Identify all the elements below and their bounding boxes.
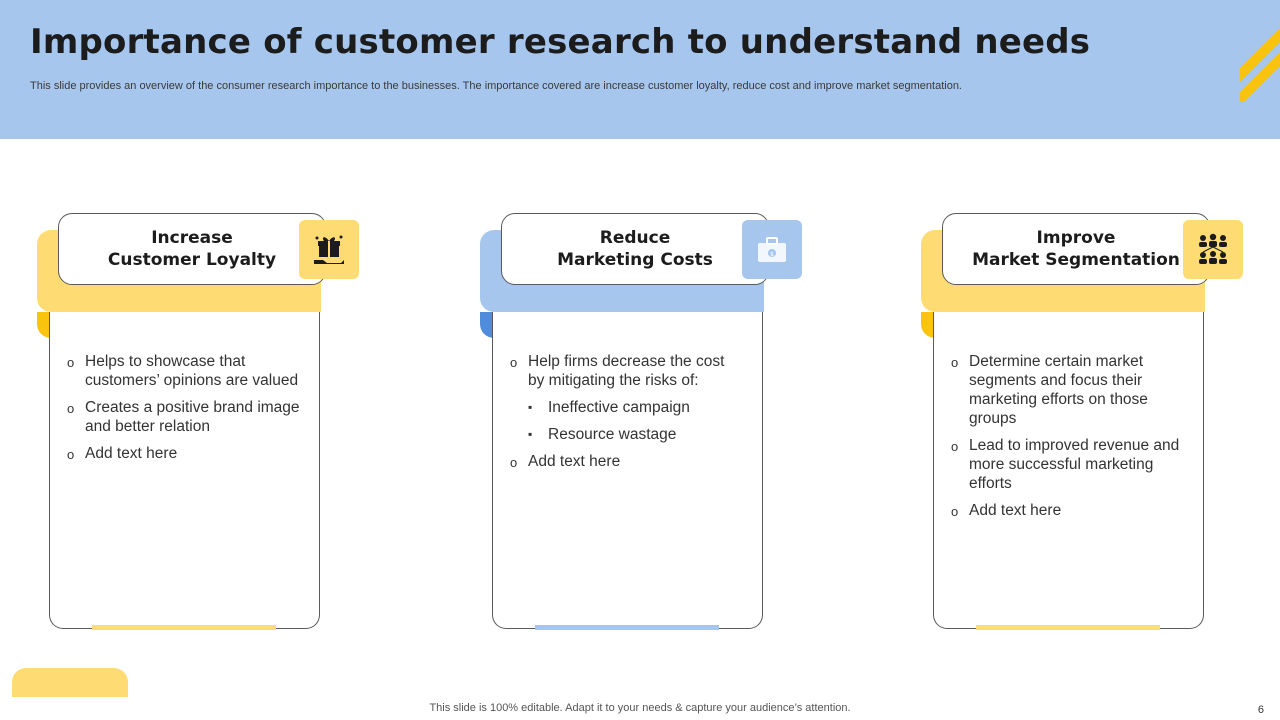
footer-note: This slide is 100% editable. Adapt it to…: [429, 702, 851, 714]
card-bullet-list: Determine certain market segments and fo…: [949, 352, 1184, 528]
card-bottom-bar: [92, 625, 276, 630]
card-bottom-bar: [976, 625, 1160, 630]
card-title-box: Improve Market Segmentation: [942, 213, 1210, 285]
card-bottom-bar: [535, 625, 719, 630]
header-band: Importance of customer research to under…: [0, 0, 1280, 139]
card-accent-dot: [37, 312, 51, 338]
list-subitem: Ineffective campaign: [508, 398, 743, 417]
card-title-line1: Improve: [1036, 228, 1116, 248]
list-item: Lead to improved revenue and more succes…: [949, 436, 1184, 493]
decorative-corner-tab: [12, 668, 128, 697]
card-accent-dot: [480, 312, 494, 338]
page-number: 6: [1257, 704, 1264, 716]
list-subitem: Resource wastage: [508, 425, 743, 444]
card-marketing-costs: Reduce Marketing Costs $ Help firms decr…: [480, 212, 810, 632]
briefcase-dollar-icon: $: [742, 220, 802, 279]
list-item: Creates a positive brand image and bette…: [65, 398, 300, 436]
card-title-line2: Market Segmentation: [972, 250, 1180, 270]
list-item: Add text here: [65, 444, 300, 464]
decorative-stripes-icon: [1240, 28, 1280, 102]
list-item: Add text here: [949, 501, 1184, 521]
card-title-box: Increase Customer Loyalty: [58, 213, 326, 285]
list-item: Determine certain market segments and fo…: [949, 352, 1184, 428]
slide-subtitle: This slide provides an overview of the c…: [30, 80, 962, 92]
card-title-line1: Increase: [151, 228, 233, 248]
list-item: Help firms decrease the cost by mitigati…: [508, 352, 743, 390]
card-title-line1: Reduce: [599, 228, 671, 248]
list-item: Add text here: [508, 452, 743, 472]
gift-box-hand-icon: [299, 220, 359, 279]
slide-title: Importance of customer research to under…: [30, 22, 1091, 62]
card-market-segmentation: Improve Market Segmentation Determine ce…: [921, 212, 1251, 632]
card-bullet-list: Help firms decrease the cost by mitigati…: [508, 352, 743, 479]
card-title-line2: Customer Loyalty: [107, 250, 277, 270]
people-group-icon: [1183, 220, 1243, 279]
card-bullet-list: Helps to showcase that customers’ opinio…: [65, 352, 300, 471]
card-title-box: Reduce Marketing Costs: [501, 213, 769, 285]
svg-text:$: $: [770, 251, 774, 258]
card-customer-loyalty: Increase Customer Loyalty Helps to showc…: [37, 212, 367, 632]
list-item: Helps to showcase that customers’ opinio…: [65, 352, 300, 390]
card-title-line2: Marketing Costs: [557, 250, 713, 270]
card-accent-dot: [921, 312, 935, 338]
